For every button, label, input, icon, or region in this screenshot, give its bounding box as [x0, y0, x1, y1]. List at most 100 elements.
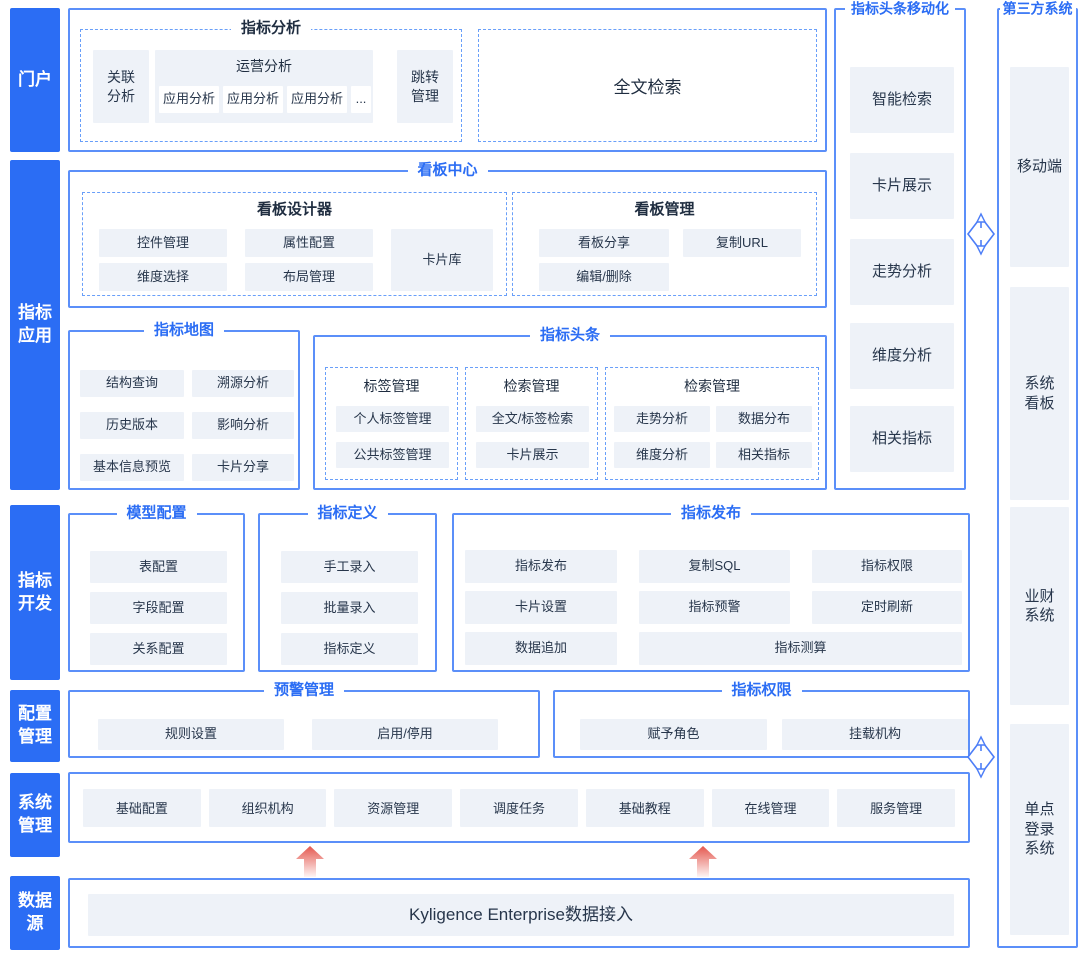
public-tag-chip: 公共标签管理: [336, 442, 449, 468]
fulltext-search-box: 全文检索: [478, 29, 817, 142]
service-mgmt-chip: 服务管理: [837, 788, 956, 827]
rule-settings-chip: 规则设置: [98, 719, 284, 750]
card-settings-chip: 卡片设置: [465, 591, 617, 624]
app-analysis-chip: 应用分析: [223, 86, 283, 113]
sidebar-item-indicator-app: 指标 应用: [10, 160, 60, 490]
card-display-chip: 卡片展示: [476, 442, 589, 468]
system-dashboard-chip: 系统 看板: [1010, 287, 1069, 500]
scheduled-refresh-chip: 定时刷新: [812, 591, 962, 624]
operation-analysis-title: 运营分析: [236, 58, 292, 74]
jump-management-chip: 跳转 管理: [397, 50, 453, 123]
online-mgmt-chip: 在线管理: [711, 788, 830, 827]
sync-diamond-icon: [966, 212, 996, 256]
alert-mgmt-box: 预警管理 规则设置 启用/停用: [68, 681, 540, 758]
widget-mgmt-chip: 控件管理: [99, 229, 227, 257]
smart-search-chip: 智能检索: [850, 67, 954, 133]
trend-analysis-chip: 走势分析: [850, 239, 954, 305]
dashboard-share-chip: 看板分享: [539, 229, 669, 257]
data-source-box: Kyligence Enterprise数据接入: [68, 878, 970, 948]
sso-system-chip: 单点 登录 系统: [1010, 724, 1069, 935]
related-indicator-chip: 相关指标: [716, 442, 812, 468]
mount-org-chip: 挂载机构: [782, 719, 968, 750]
impact-analysis-chip: 影响分析: [192, 412, 294, 439]
manual-entry-chip: 手工录入: [281, 551, 418, 583]
resource-mgmt-chip: 资源管理: [334, 788, 453, 827]
trace-analysis-chip: 溯源分析: [192, 370, 294, 397]
headlines-mobile-column: 指标头条移动化 智能检索 卡片展示 走势分析 维度分析 相关指标: [834, 0, 966, 490]
indicator-analysis-box: 指标分析 关联 分析 运营分析 应用分析 应用分析 应用分析 ... 跳转 管理: [80, 19, 462, 142]
dimension-analysis-chip: 维度分析: [850, 323, 954, 389]
organization-chip: 组织机构: [208, 788, 327, 827]
batch-entry-chip: 批量录入: [281, 592, 418, 624]
card-share-chip: 卡片分享: [192, 454, 294, 481]
copy-url-chip: 复制URL: [683, 229, 801, 257]
search-mgmt-box-2: 检索管理 走势分析 数据分布 维度分析 相关指标: [605, 367, 819, 480]
kyligence-data-access-chip: Kyligence Enterprise数据接入: [88, 894, 954, 936]
basic-info-preview-chip: 基本信息预览: [80, 454, 184, 481]
indicator-headlines-title: 指标头条: [529, 326, 611, 346]
basic-config-chip: 基础配置: [83, 788, 201, 827]
search-mgmt-title: 检索管理: [503, 378, 560, 394]
indicator-analysis-title: 指标分析: [230, 19, 312, 39]
edit-delete-chip: 编辑/删除: [539, 263, 669, 291]
indicator-map-box: 指标地图 结构查询 溯源分析 历史版本 影响分析 基本信息预览 卡片分享: [68, 321, 300, 490]
tag-mgmt-box: 标签管理 个人标签管理 公共标签管理: [325, 367, 458, 480]
indicator-alert-chip: 指标预警: [639, 591, 790, 624]
trend-analysis-chip: 走势分析: [614, 406, 710, 432]
model-config-box: 模型配置 表配置 字段配置 关系配置: [68, 504, 245, 672]
search-mgmt-title-2: 检索管理: [684, 378, 740, 394]
schedule-task-chip: 调度任务: [460, 788, 578, 827]
basic-tutorial-chip: 基础教程: [585, 788, 704, 827]
data-append-chip: 数据追加: [465, 632, 617, 665]
card-library-chip: 卡片库: [391, 229, 493, 291]
assign-role-chip: 赋予角色: [580, 719, 767, 750]
card-display-chip: 卡片展示: [850, 153, 954, 219]
field-config-chip: 字段配置: [90, 592, 227, 624]
table-config-chip: 表配置: [90, 551, 227, 583]
indicator-definition-title: 指标定义: [307, 504, 388, 524]
sidebar-item-indicator-dev: 指标 开发: [10, 505, 60, 680]
fulltext-tag-search-chip: 全文/标签检索: [476, 406, 589, 432]
model-config-title: 模型配置: [116, 504, 197, 524]
dimension-select-chip: 维度选择: [99, 263, 227, 291]
dashboard-mgmt-title: 看板管理: [634, 201, 695, 218]
dimension-analysis-chip: 维度分析: [614, 442, 710, 468]
up-arrow-icon: [689, 846, 717, 877]
history-version-chip: 历史版本: [80, 412, 184, 439]
third-party-column: 第三方系统 移动端 系统 看板 业财 系统 单点 登录 系统: [997, 0, 1078, 948]
app-analysis-chip: 应用分析: [287, 86, 347, 113]
business-finance-chip: 业财 系统: [1010, 507, 1069, 705]
indicator-headlines-box: 指标头条 标签管理 个人标签管理 公共标签管理 检索管理 全文/标签检索 卡片展…: [313, 326, 827, 490]
indicator-publish-title: 指标发布: [670, 504, 752, 524]
enable-disable-chip: 启用/停用: [312, 719, 498, 750]
system-mgmt-box: 基础配置 组织机构 资源管理 调度任务 基础教程 在线管理 服务管理: [68, 772, 970, 843]
structure-query-chip: 结构查询: [80, 370, 184, 397]
copy-sql-chip: 复制SQL: [639, 550, 790, 583]
indicator-calc-chip: 指标测算: [639, 632, 962, 665]
indicator-define-chip: 指标定义: [281, 633, 418, 665]
indicator-permission-chip: 指标权限: [812, 550, 962, 583]
indicator-definition-box: 指标定义 手工录入 批量录入 指标定义: [258, 504, 437, 672]
data-distribution-chip: 数据分布: [716, 406, 812, 432]
alert-mgmt-title: 预警管理: [263, 681, 345, 701]
dashboard-designer-title: 看板设计器: [256, 201, 332, 218]
search-mgmt-box: 检索管理 全文/标签检索 卡片展示: [465, 367, 598, 480]
indicator-publish-chip: 指标发布: [465, 550, 617, 583]
sidebar-item-data-source: 数据 源: [10, 876, 60, 950]
sync-diamond-icon: [966, 735, 996, 779]
dashboard-designer-box: 看板设计器 控件管理 属性配置 维度选择 布局管理 卡片库: [82, 192, 507, 296]
dashboard-mgmt-box: 看板管理 看板分享 复制URL 编辑/删除: [512, 192, 817, 296]
headlines-mobile-title: 指标头条移动化: [845, 0, 955, 18]
property-config-chip: 属性配置: [245, 229, 373, 257]
correlation-analysis-chip: 关联 分析: [93, 50, 149, 123]
up-arrow-icon: [296, 846, 324, 877]
tag-mgmt-title: 标签管理: [363, 378, 420, 394]
fulltext-search-label: 全文检索: [613, 78, 682, 97]
more-ellipsis: ...: [351, 86, 371, 113]
portal-box: 指标分析 关联 分析 运营分析 应用分析 应用分析 应用分析 ... 跳转 管理…: [68, 8, 827, 152]
indicator-perm-box: 指标权限 赋予角色 挂载机构: [553, 681, 970, 758]
third-party-title: 第三方系统: [999, 0, 1076, 18]
operation-analysis-panel: 运营分析 应用分析 应用分析 应用分析 ...: [155, 50, 373, 123]
indicator-map-title: 指标地图: [143, 321, 225, 341]
